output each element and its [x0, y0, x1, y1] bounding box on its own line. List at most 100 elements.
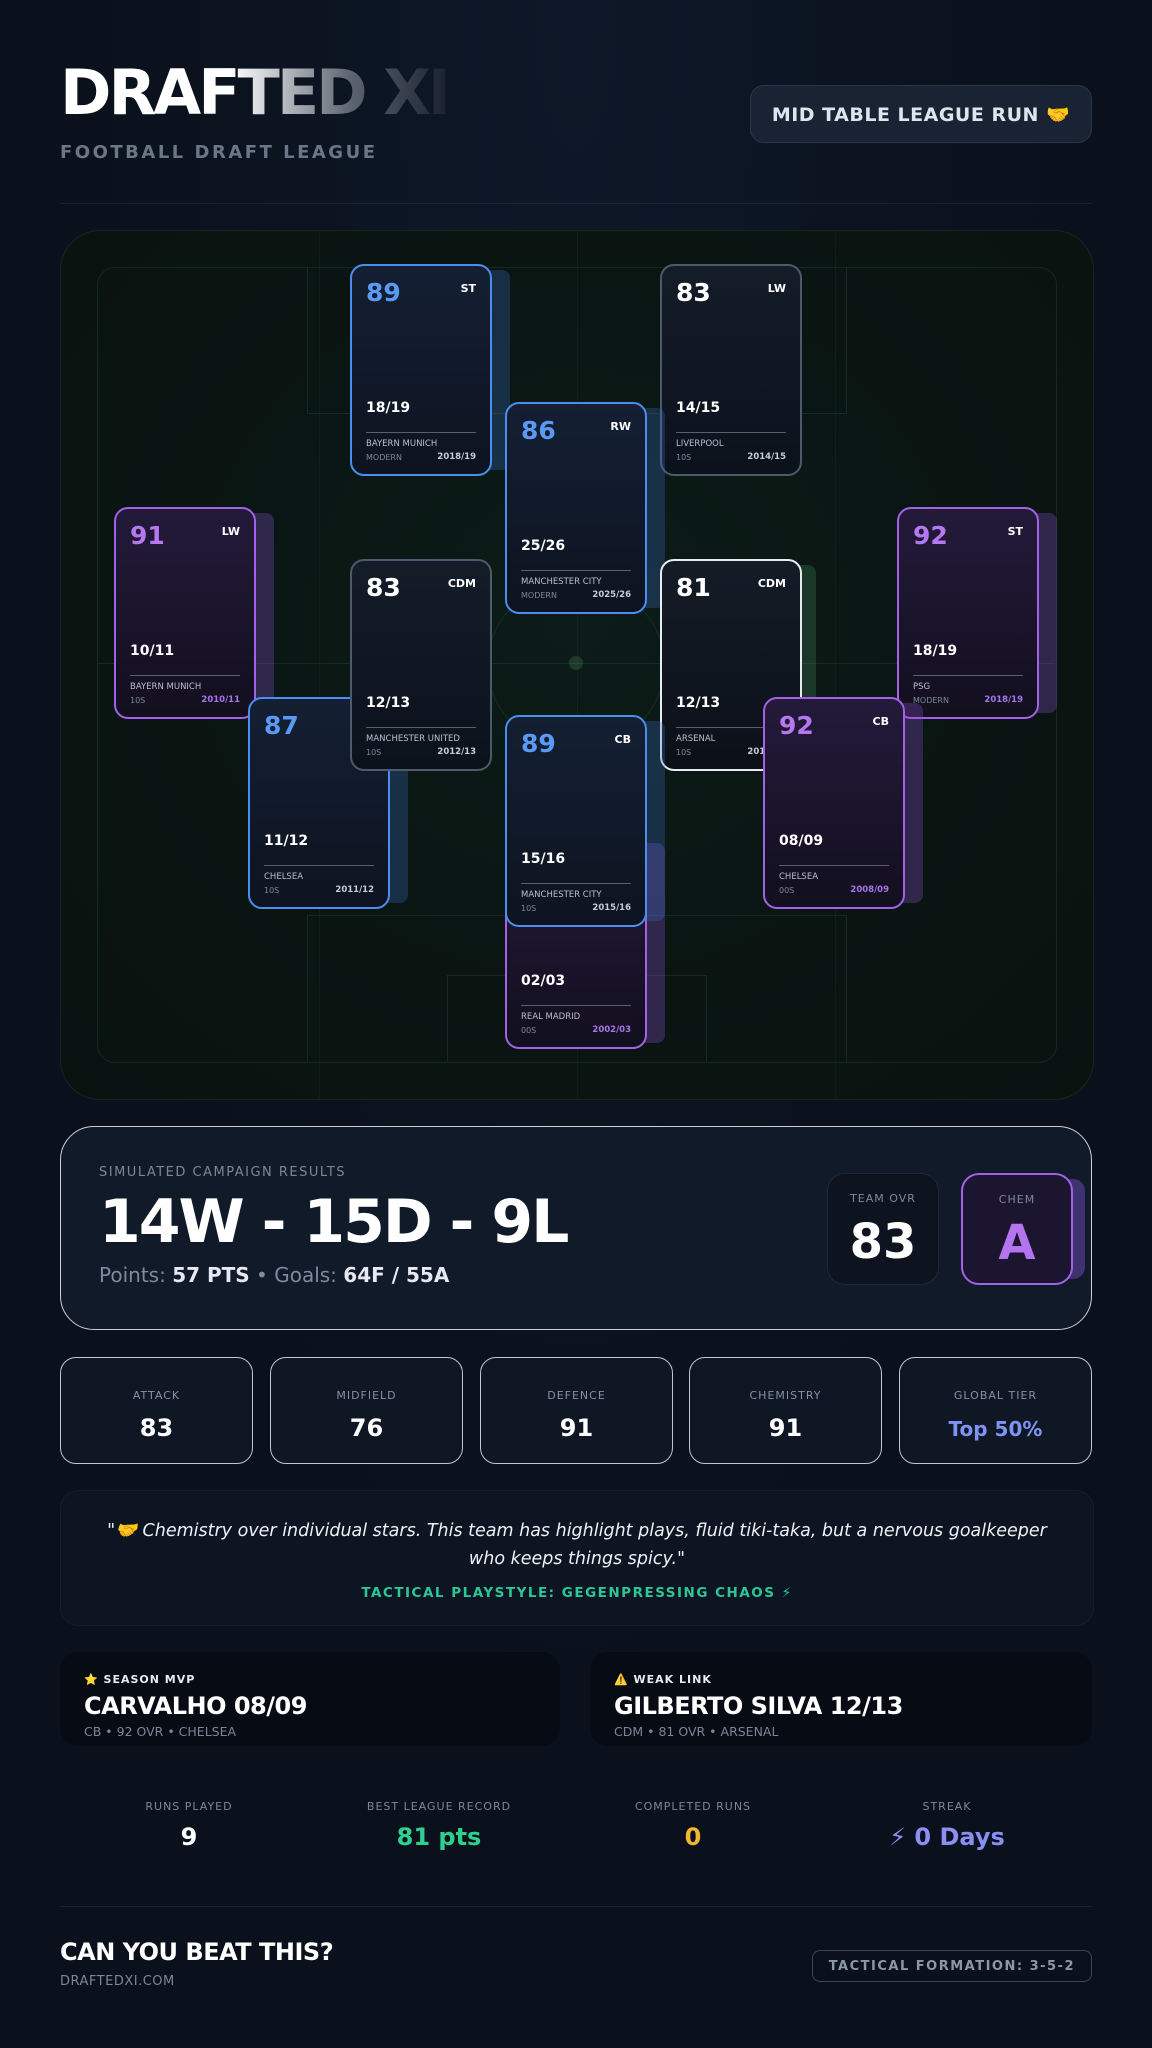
player-position: RW — [610, 420, 631, 433]
player-position: CB — [614, 733, 631, 746]
points-label: Points: — [99, 1263, 166, 1287]
player-era: 10S — [521, 904, 537, 913]
metric-label: GLOBAL TIER — [953, 1389, 1038, 1402]
card-divider — [676, 432, 786, 433]
pitch-outline — [97, 267, 1057, 1063]
player-era: 10S — [264, 886, 280, 895]
player-year: 2008/09 — [850, 885, 889, 895]
player-season: 08/09 — [779, 833, 824, 849]
player-season: 11/12 — [264, 833, 309, 849]
header: DRAFTED XI FOOTBALL DRAFT LEAGUE MID TAB… — [60, 58, 1092, 168]
card-divider — [366, 432, 476, 433]
stat-best-record: BEST LEAGUE RECORD 81 pts — [310, 1788, 568, 1851]
player-rating: 91 — [130, 521, 165, 550]
stat-completed-runs: COMPLETED RUNS 0 — [564, 1788, 822, 1851]
campaign-results: SIMULATED CAMPAIGN RESULTS 14W - 15D - 9… — [60, 1126, 1092, 1330]
metric-label: ATTACK — [132, 1389, 181, 1402]
pitch-stripe — [835, 231, 836, 1099]
player-rating: 89 — [521, 729, 556, 758]
weak-link-info: CDM • 81 OVR • ARSENAL — [614, 1724, 779, 1739]
team-metrics: ATTACK 83 MIDFIELD 76 DEFENCE 91 CHEMIST… — [60, 1357, 1092, 1465]
stat-value: 0 — [684, 1823, 702, 1851]
metric-label: CHEMISTRY — [749, 1389, 822, 1402]
player-year: 2015/16 — [592, 903, 631, 913]
run-result-badge: MID TABLE LEAGUE RUN 🤝 — [750, 85, 1092, 143]
mvp-name: CARVALHO 08/09 — [84, 1692, 307, 1720]
points-value: 57 PTS — [172, 1263, 250, 1287]
player-era: MODERN — [366, 453, 402, 462]
player-year: 2025/26 — [592, 590, 631, 600]
player-rating: 86 — [521, 416, 556, 445]
player-club: REAL MADRID — [521, 1012, 581, 1022]
mvp-tag: ⭐ SEASON MVP — [84, 1673, 196, 1686]
player-year: 2014/15 — [747, 452, 786, 462]
player-position: CDM — [447, 577, 476, 590]
stat-label: STREAK — [922, 1800, 972, 1813]
stat-value: 81 pts — [396, 1823, 482, 1851]
center-spot — [569, 656, 583, 670]
player-club: BAYERN MUNICH — [130, 682, 202, 692]
stat-value: ⚡ 0 Days — [889, 1823, 1005, 1851]
header-divider — [60, 203, 1092, 204]
metric-attack: ATTACK 83 — [60, 1357, 253, 1464]
player-season: 18/19 — [913, 643, 958, 659]
player-rating: 87 — [264, 711, 299, 740]
stat-label: BEST LEAGUE RECORD — [366, 1800, 512, 1813]
user-stats: RUNS PLAYED 9 BEST LEAGUE RECORD 81 pts … — [60, 1788, 1092, 1884]
metric-defence: DEFENCE 91 — [480, 1357, 673, 1464]
player-rating: 89 — [366, 278, 401, 307]
footer-divider — [60, 1906, 1092, 1907]
metric-label: MIDFIELD — [336, 1389, 397, 1402]
tactical-playstyle: TACTICAL PLAYSTYLE: GEGENPRESSING CHAOS … — [361, 1585, 793, 1601]
weak-link-card: ⚠️ WEAK LINK GILBERTO SILVA 12/13 CDM • … — [590, 1652, 1092, 1746]
player-era: MODERN — [913, 696, 949, 705]
team-quote: "🤝 Chemistry over individual stars. This… — [107, 1521, 1047, 1569]
card-divider — [521, 883, 631, 884]
pitch-stripe — [319, 231, 320, 1099]
player-position: ST — [1007, 525, 1023, 538]
player-position: CB — [872, 715, 889, 728]
metric-midfield: MIDFIELD 76 — [270, 1357, 463, 1464]
metric-value: 91 — [559, 1414, 594, 1442]
formation-badge: TACTICAL FORMATION: 3-5-2 — [811, 1950, 1092, 1982]
player-year: 2002/03 — [592, 1025, 631, 1035]
player-season: 02/03 — [521, 973, 566, 989]
player-era: 00S — [521, 1026, 537, 1035]
player-rating: 83 — [676, 278, 711, 307]
metric-label: DEFENCE — [547, 1389, 606, 1402]
player-position: LW — [767, 282, 786, 295]
goals-label: Goals: — [274, 1263, 337, 1287]
card-divider — [913, 675, 1023, 676]
brand-subtitle: FOOTBALL DRAFT LEAGUE — [60, 142, 378, 163]
player-season: 12/13 — [676, 695, 721, 711]
chem-label: CHEM — [998, 1193, 1036, 1206]
goals-value: 64F / 55A — [343, 1263, 450, 1287]
metric-value: 91 — [768, 1414, 803, 1442]
player-club: MANCHESTER CITY — [521, 890, 602, 900]
player-season: 12/13 — [366, 695, 411, 711]
stat-runs-played: RUNS PLAYED 9 — [60, 1788, 318, 1851]
card-divider — [779, 865, 889, 866]
site-link[interactable]: DRAFTEDXI.COM — [60, 1974, 175, 1989]
team-ovr-box: TEAM OVR 83 — [827, 1173, 939, 1285]
results-score: 14W - 15D - 9L — [99, 1187, 569, 1257]
player-era: 10S — [676, 453, 692, 462]
chem-grade: A — [998, 1215, 1036, 1271]
brand-logo: DRAFTED XI — [60, 56, 451, 129]
metric-value: Top 50% — [948, 1417, 1043, 1441]
player-club: MANCHESTER CITY — [521, 577, 602, 587]
team-summary: "🤝 Chemistry over individual stars. This… — [60, 1490, 1094, 1626]
stat-value: 9 — [180, 1823, 198, 1851]
results-summary: Points: 57 PTS • Goals: 64F / 55A — [99, 1263, 449, 1287]
metric-global-tier: GLOBAL TIER Top 50% — [899, 1357, 1092, 1464]
mvp-info: CB • 92 OVR • CHELSEA — [84, 1724, 237, 1739]
card-divider — [676, 727, 786, 728]
